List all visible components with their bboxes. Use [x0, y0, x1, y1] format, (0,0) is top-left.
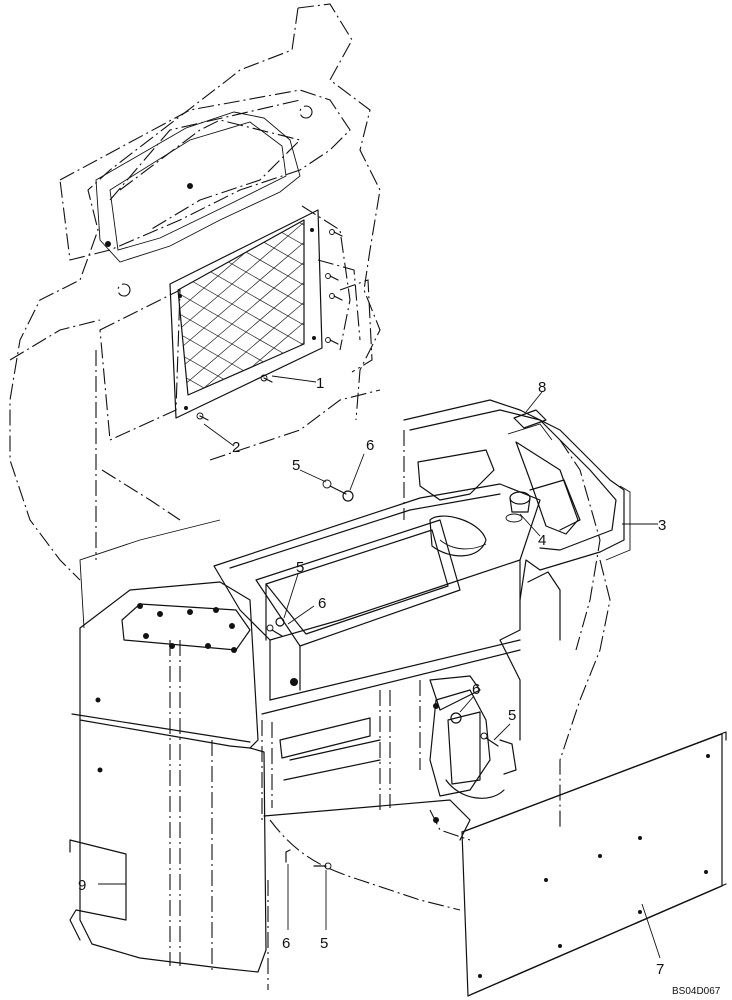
callout-5: 5 [508, 707, 516, 724]
callout-5: 5 [320, 935, 328, 952]
callout-5: 5 [296, 559, 304, 576]
callout-3: 3 [658, 517, 666, 534]
callout-labels: 1 2 3 4 5 6 5 6 8 6 5 6 5 7 9 BS04D067 [78, 375, 721, 997]
callout-6: 6 [282, 935, 290, 952]
upper-chassis-outline [9, 3, 381, 581]
callout-6: 6 [472, 681, 480, 698]
access-cover-plate [95, 111, 301, 263]
lower-frame [213, 483, 611, 990]
callout-2: 2 [232, 439, 240, 456]
drawing-code: BS04D067 [672, 986, 721, 997]
callout-4: 4 [538, 532, 546, 549]
latch [507, 409, 553, 441]
callout-1: 1 [316, 375, 324, 392]
grille-screws [196, 229, 343, 421]
callout-8: 8 [538, 379, 546, 396]
rear-panel [461, 731, 727, 997]
top-tray [403, 399, 631, 651]
callout-9: 9 [78, 877, 86, 894]
callout-6: 6 [366, 437, 374, 454]
fasteners [266, 479, 499, 870]
cap-plug [505, 491, 531, 523]
callout-7: 7 [656, 961, 664, 978]
leader-lines [98, 375, 661, 959]
callout-6: 6 [318, 595, 326, 612]
callout-5: 5 [292, 457, 300, 474]
side-shroud [69, 519, 267, 973]
